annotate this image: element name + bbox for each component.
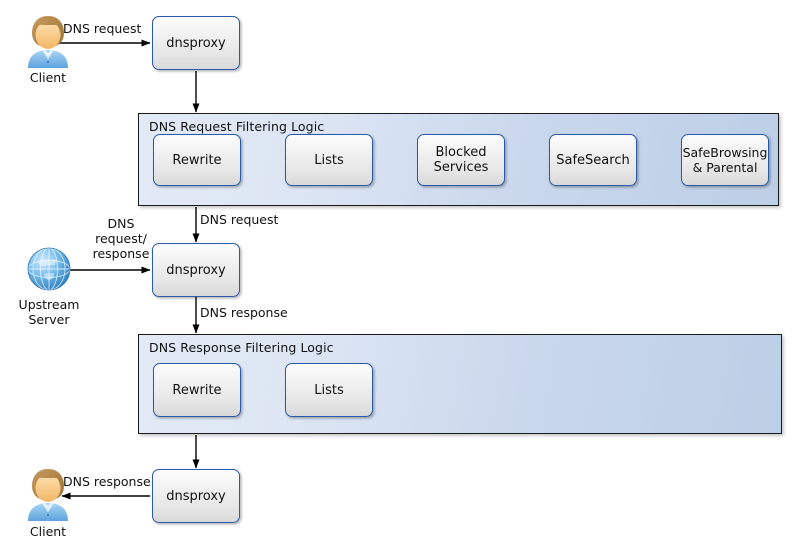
stage-req-blocked-services[interactable]: Blocked Services xyxy=(417,134,505,186)
panel-response-filtering: DNS Response Filtering Logic xyxy=(138,334,782,434)
stage-req-lists[interactable]: Lists xyxy=(285,134,373,186)
dnsproxy-middle-node[interactable]: dnsproxy xyxy=(152,243,240,297)
dnsproxy-bottom-node[interactable]: dnsproxy xyxy=(152,469,240,523)
stage-resp-rewrite-label: Rewrite xyxy=(172,382,222,398)
stage-req-rewrite-label: Rewrite xyxy=(172,152,222,168)
upstream-server-label: Upstream Server xyxy=(6,297,92,327)
stage-req-safebrowsing-parental[interactable]: SafeBrowsing & Parental xyxy=(681,134,769,186)
stage-req-safebrowsing-parental-line1: SafeBrowsing xyxy=(682,145,768,160)
stage-req-blocked-services-line2: Services xyxy=(433,160,489,175)
client-bottom-label: Client xyxy=(29,524,67,539)
upstream-server-label-line1: Upstream xyxy=(18,297,80,312)
dnsproxy-top-label: dnsproxy xyxy=(166,35,226,51)
edge-label-client-to-dnsproxy: DNS request xyxy=(63,21,142,36)
client-top-label: Client xyxy=(29,70,67,85)
upstream-server-label-line2: Server xyxy=(28,312,70,327)
edge-label-upstream-exchange-line3: response xyxy=(92,246,150,261)
stage-req-blocked-services-line1: Blocked xyxy=(435,145,487,160)
globe-icon xyxy=(22,242,76,296)
stage-resp-lists-label: Lists xyxy=(314,382,344,398)
edge-label-dnsproxy-to-response-panel: DNS response xyxy=(200,305,288,320)
stage-req-safesearch-label: SafeSearch xyxy=(556,152,630,168)
dnsproxy-middle-label: dnsproxy xyxy=(166,262,226,278)
dnsproxy-bottom-label: dnsproxy xyxy=(166,488,226,504)
dnsproxy-top-node[interactable]: dnsproxy xyxy=(152,16,240,70)
panel-response-filtering-title: DNS Response Filtering Logic xyxy=(149,340,334,355)
stage-resp-lists[interactable]: Lists xyxy=(285,363,373,417)
edge-label-dnsproxy-to-request-panel: DNS request xyxy=(200,212,279,227)
edge-label-upstream-exchange: DNS request/ response xyxy=(78,216,164,261)
stage-req-safebrowsing-parental-line2: & Parental xyxy=(692,160,758,175)
edge-label-upstream-exchange-line2: request/ xyxy=(95,231,147,246)
user-avatar-icon xyxy=(20,12,76,68)
edge-label-dnsproxy-to-client: DNS response xyxy=(63,474,151,489)
stage-req-rewrite[interactable]: Rewrite xyxy=(153,134,241,186)
user-avatar-icon xyxy=(20,465,76,521)
panel-request-filtering-title: DNS Request Filtering Logic xyxy=(149,119,325,134)
stage-req-safesearch[interactable]: SafeSearch xyxy=(549,134,637,186)
stage-resp-rewrite[interactable]: Rewrite xyxy=(153,363,241,417)
stage-req-lists-label: Lists xyxy=(314,152,344,168)
edge-label-upstream-exchange-line1: DNS xyxy=(107,216,135,231)
